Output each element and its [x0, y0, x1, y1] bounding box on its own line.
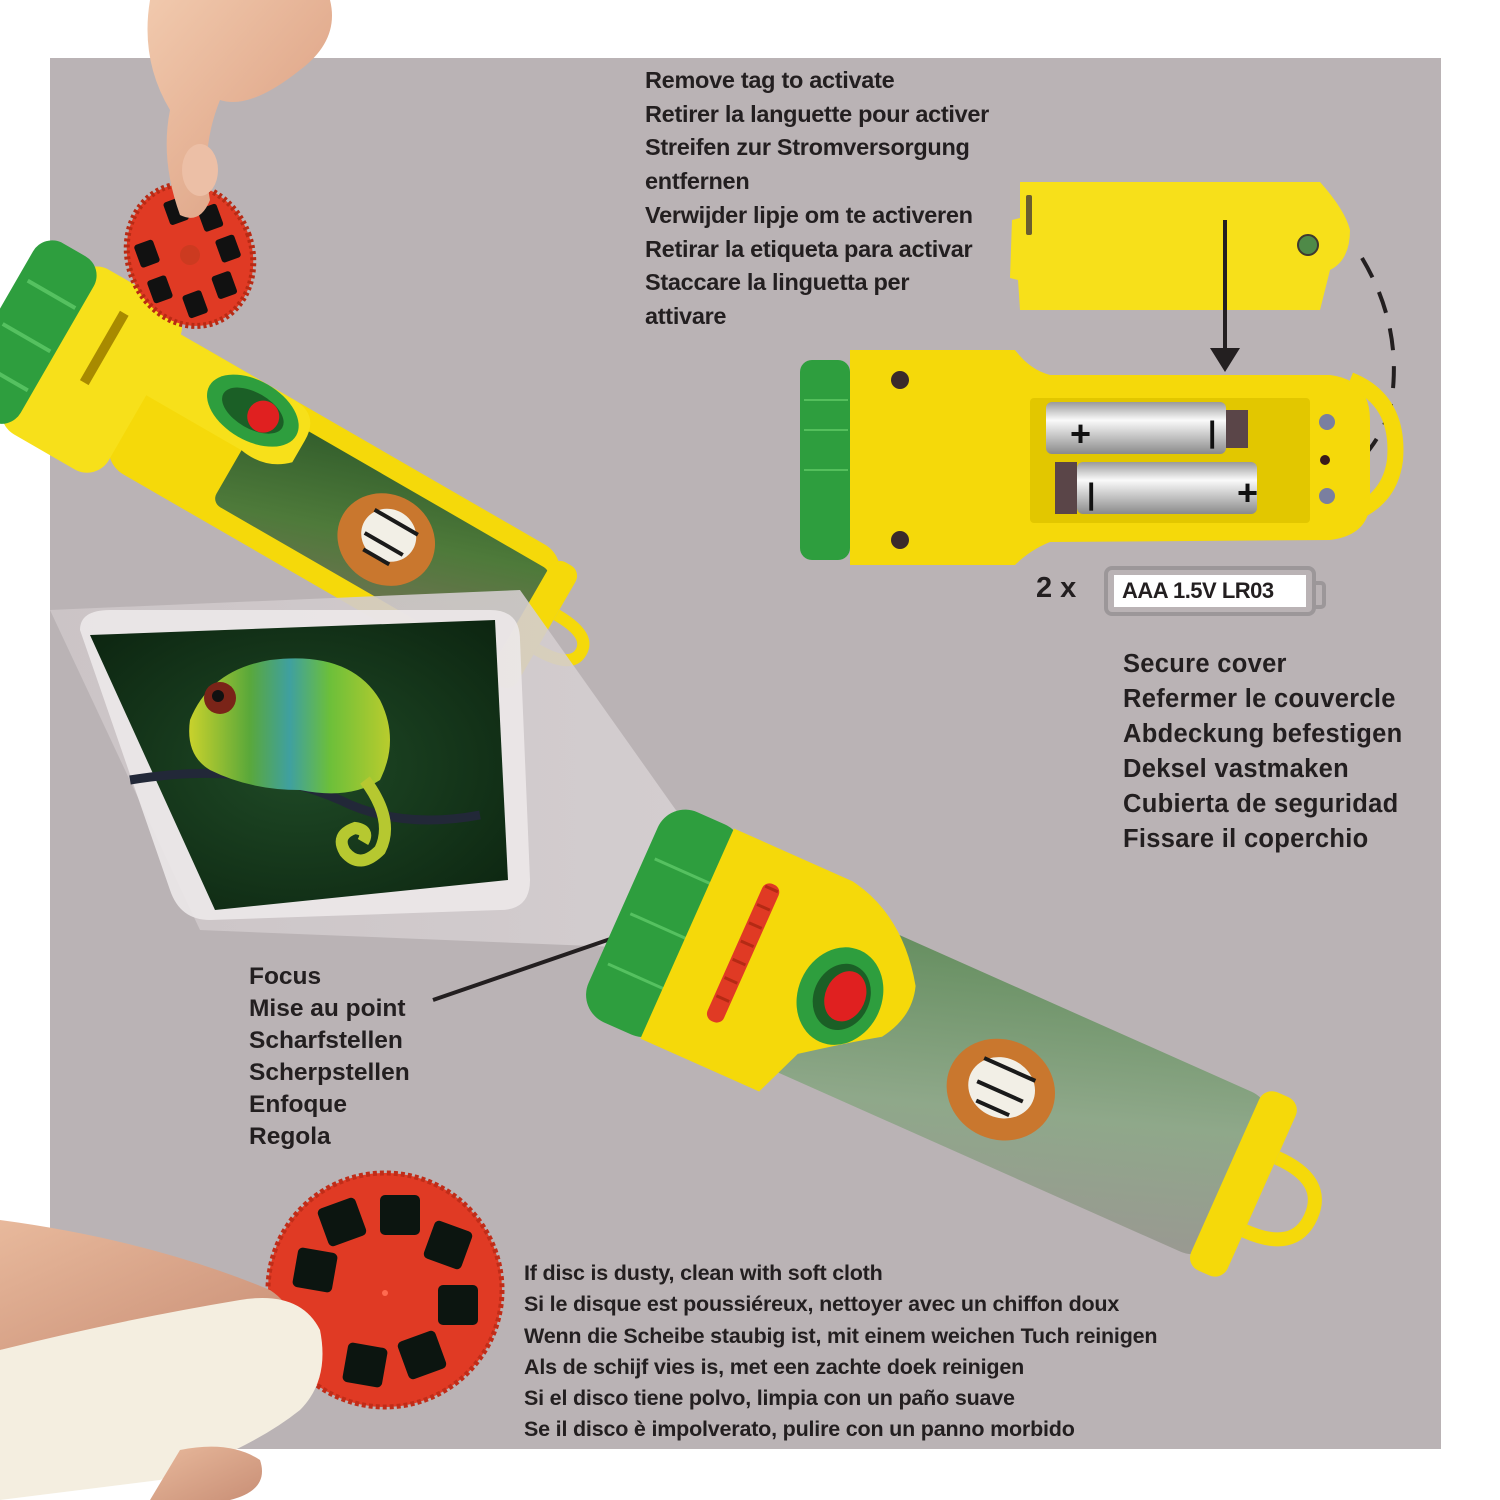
insert-disc-illustration	[0, 0, 590, 689]
focus-line: Enfoque	[249, 1091, 347, 1118]
secure-cover-line: Secure cover	[1123, 650, 1287, 678]
focus-line: Scherpstellen	[249, 1059, 410, 1086]
battery-1-minus-symbol: |	[1208, 416, 1216, 449]
remove-tag-line: Staccare la linguetta per	[645, 269, 910, 296]
battery-count: 2 x	[1036, 572, 1077, 604]
focus-instructions: Focus Mise au point Scharfstellen Scherp…	[249, 961, 410, 1153]
secure-cover-instructions: Secure cover Refermer le couvercle Abdec…	[1123, 647, 1402, 857]
projection-illustration	[50, 590, 1322, 1277]
secure-cover-line: Refermer le couvercle	[1123, 685, 1396, 713]
battery-compartment-illustration: + | | +	[800, 182, 1404, 565]
clean-disc-line: Si le disque est poussiéreux, nettoyer a…	[524, 1292, 1120, 1317]
cleaning-disc-illustration	[0, 1170, 505, 1500]
clean-disc-line: Se il disco è impolverato, pulire con un…	[524, 1417, 1075, 1442]
focus-line: Focus	[249, 963, 322, 990]
clean-disc-line: Als de schijf vies is, met een zachte do…	[524, 1354, 1025, 1379]
remove-tag-line: attivare	[645, 302, 727, 329]
focus-line: Regola	[249, 1123, 331, 1150]
clean-disc-line: Wenn die Scheibe staubig ist, mit einem …	[524, 1323, 1158, 1348]
clean-disc-line: Si el disco tiene polvo, limpia con un p…	[524, 1386, 1015, 1411]
remove-tag-line: Retirar la etiqueta para activar	[645, 235, 973, 262]
secure-cover-line: Fissare il coperchio	[1123, 825, 1369, 853]
battery-cover	[1010, 182, 1350, 310]
secure-cover-line: Deksel vastmaken	[1123, 755, 1349, 783]
focus-line: Mise au point	[249, 995, 406, 1022]
battery-2-plus-symbol: +	[1237, 472, 1258, 513]
clean-disc-line: If disc is dusty, clean with soft cloth	[524, 1261, 883, 1285]
battery-1-plus-symbol: +	[1070, 413, 1091, 454]
battery-2-minus-symbol: |	[1087, 478, 1095, 511]
focus-line: Scharfstellen	[249, 1027, 403, 1054]
remove-tag-line: Retirer la languette pour activer	[645, 100, 990, 127]
secure-cover-line: Cubierta de seguridad	[1123, 790, 1399, 818]
remove-tag-line: Streifen zur Stromversorgung	[645, 134, 970, 161]
battery-type-label: AAA 1.5V LR03	[1114, 575, 1306, 607]
remove-tag-line: entfernen	[645, 168, 750, 195]
remove-tag-line: Remove tag to activate	[645, 67, 895, 93]
remove-tag-line: Verwijder lipje om te activeren	[645, 201, 973, 228]
remove-tag-instructions: Remove tag to activate Retirer la langue…	[645, 64, 989, 334]
battery-icon: AAA 1.5V LR03	[1104, 566, 1326, 616]
clean-disc-instructions: If disc is dusty, clean with soft cloth …	[524, 1258, 1158, 1446]
secure-cover-line: Abdeckung befestigen	[1123, 720, 1403, 748]
